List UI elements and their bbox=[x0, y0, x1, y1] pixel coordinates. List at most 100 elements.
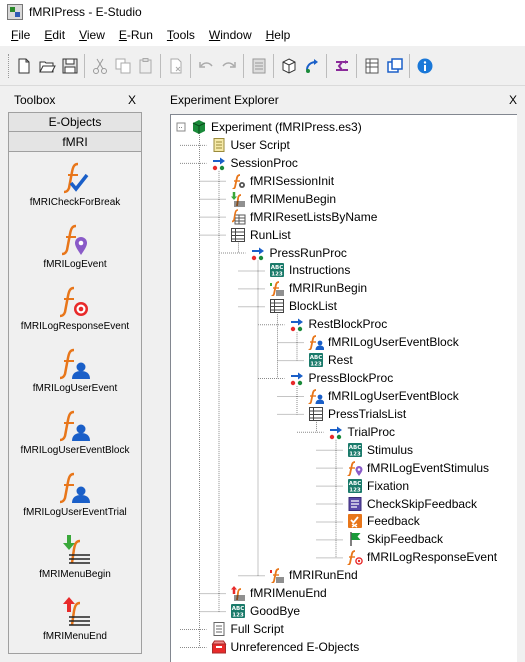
copy-icon[interactable] bbox=[111, 54, 134, 77]
tool-fmri-menu-end[interactable]: fMRIMenuEnd bbox=[9, 586, 141, 648]
log-response-event-icon bbox=[60, 286, 88, 318]
explorer-header: Experiment Explorer X bbox=[158, 88, 525, 112]
window-icon[interactable] bbox=[383, 54, 406, 77]
explorer-close-button[interactable]: X bbox=[508, 93, 517, 107]
tree-node-label: RunList bbox=[250, 227, 291, 242]
tool-fmri-check-for-break[interactable]: fMRICheckForBreak bbox=[9, 152, 141, 214]
toolbox-pane: Toolbox X E-Objects fMRI fMRICheckForBre… bbox=[0, 88, 150, 662]
redo-icon[interactable] bbox=[217, 54, 240, 77]
tree-node-label: fMRILogUserEventBlock bbox=[328, 388, 459, 403]
tree-node[interactable]: RunList bbox=[230, 226, 291, 243]
menu-file[interactable]: File bbox=[11, 28, 31, 42]
toolbox-header: Toolbox X bbox=[0, 88, 150, 112]
tree-node[interactable]: fMRIRunEnd bbox=[269, 567, 358, 584]
menu-begin-icon bbox=[63, 535, 90, 564]
tree-node[interactable]: SkipFeedback bbox=[347, 531, 443, 548]
toolbar-separator bbox=[160, 53, 161, 78]
pane-splitter[interactable] bbox=[150, 88, 158, 662]
feedback-icon bbox=[348, 514, 362, 529]
tree-node[interactable]: Experiment (fMRIPress.es3) bbox=[191, 119, 362, 136]
tool-fmri-log-event[interactable]: fMRILogEvent bbox=[9, 214, 141, 276]
toolbar-separator bbox=[409, 53, 410, 78]
explorer-scrollbar[interactable] bbox=[517, 114, 525, 662]
new-icon[interactable] bbox=[12, 54, 35, 77]
menu-window[interactable]: Window bbox=[208, 28, 252, 42]
procedure-icon bbox=[251, 247, 264, 260]
open-icon[interactable] bbox=[35, 54, 58, 77]
tree-node[interactable]: Full Script bbox=[211, 621, 284, 638]
tree-node[interactable]: User Script bbox=[211, 136, 290, 153]
grid-icon[interactable] bbox=[360, 54, 383, 77]
tree-node[interactable]: fMRIMenuBegin bbox=[230, 190, 336, 207]
toolbar-grip[interactable] bbox=[8, 53, 10, 78]
list-icon bbox=[309, 406, 323, 421]
tree-node[interactable]: fMRIMenuEnd bbox=[230, 585, 327, 602]
full-script-icon bbox=[213, 622, 224, 637]
tree-node[interactable]: fMRIResetListsByName bbox=[230, 208, 377, 225]
tree-node[interactable]: Feedback bbox=[347, 513, 420, 530]
menu-edit[interactable]: Edit bbox=[44, 28, 66, 42]
properties-icon[interactable] bbox=[247, 54, 270, 77]
tree-node[interactable]: fMRILogResponseEvent bbox=[347, 549, 497, 566]
save-icon[interactable] bbox=[58, 54, 81, 77]
tool-fmri-log-user-event[interactable]: fMRILogUserEvent bbox=[9, 338, 141, 400]
tree-node[interactable]: CheckSkipFeedback bbox=[347, 495, 477, 512]
tool-label: fMRILogEvent bbox=[43, 259, 107, 270]
tree-node[interactable]: BlockList bbox=[269, 298, 337, 315]
delete-icon[interactable] bbox=[164, 54, 187, 77]
svg-text:ABC: ABC bbox=[271, 265, 284, 271]
toolbox-close-button[interactable]: X bbox=[127, 93, 136, 107]
toolbar-separator bbox=[190, 53, 191, 78]
svg-text:123: 123 bbox=[232, 613, 244, 619]
tree-node[interactable]: SessionProc bbox=[211, 154, 298, 171]
cut-icon[interactable] bbox=[88, 54, 111, 77]
tree-node[interactable]: PressTrialsList bbox=[308, 405, 406, 422]
toolbox-title: Toolbox bbox=[14, 93, 56, 107]
experiment-icon bbox=[192, 120, 206, 134]
tool-fmri-log-response-event[interactable]: fMRILogResponseEvent bbox=[9, 276, 141, 338]
tree-node[interactable]: fMRILogEventStimulus bbox=[347, 459, 489, 476]
tab-e-objects[interactable]: E-Objects bbox=[8, 112, 142, 132]
info-icon[interactable] bbox=[413, 54, 436, 77]
menu-view[interactable]: View bbox=[79, 28, 105, 42]
run-icon[interactable] bbox=[300, 54, 323, 77]
menu-tools[interactable]: Tools bbox=[166, 28, 195, 42]
tree-node[interactable]: RestBlockProc bbox=[289, 316, 387, 333]
tree-node[interactable]: fMRILogUserEventBlock bbox=[308, 387, 459, 404]
tree-node-label: fMRIResetListsByName bbox=[250, 209, 378, 224]
tool-fmri-log-user-event-trial[interactable]: fMRILogUserEventTrial bbox=[9, 462, 141, 524]
procedure-icon bbox=[290, 318, 303, 332]
svg-text:ABC: ABC bbox=[310, 355, 323, 361]
debug-icon[interactable] bbox=[330, 54, 353, 77]
tab-fmri[interactable]: fMRI bbox=[8, 132, 142, 152]
generate-icon[interactable] bbox=[277, 54, 300, 77]
menu-help[interactable]: Help bbox=[265, 28, 291, 42]
tool-fmri-log-user-event-block[interactable]: fMRILogUserEventBlock bbox=[9, 400, 141, 462]
fmri-log-user-event-block-icon bbox=[308, 389, 324, 404]
tree-node[interactable]: Unreferenced E-Objects bbox=[211, 638, 359, 655]
tree-node[interactable]: fMRISessionInit bbox=[230, 172, 334, 189]
inline-script-icon bbox=[348, 496, 362, 511]
toolbar-separator bbox=[356, 53, 357, 78]
tree-node[interactable]: fMRIRunBegin bbox=[269, 280, 367, 297]
menu-erun[interactable]: E-Run bbox=[118, 28, 153, 42]
toolbar-separator bbox=[273, 53, 274, 78]
undo-icon[interactable] bbox=[194, 54, 217, 77]
paste-icon[interactable] bbox=[134, 54, 157, 77]
fmri-run-begin-icon bbox=[270, 281, 284, 297]
tree-node[interactable]: PressBlockProc bbox=[289, 370, 393, 387]
tree-node-label: Rest bbox=[328, 353, 353, 368]
tree-node[interactable]: TrialProc bbox=[328, 423, 395, 440]
tree-node[interactable]: fMRILogUserEventBlock bbox=[308, 334, 459, 351]
tool-fmri-menu-begin[interactable]: fMRIMenuBegin bbox=[9, 524, 141, 586]
tree-node[interactable]: PressRunProc bbox=[250, 244, 347, 261]
tool-label: fMRIMenuEnd bbox=[43, 631, 107, 642]
